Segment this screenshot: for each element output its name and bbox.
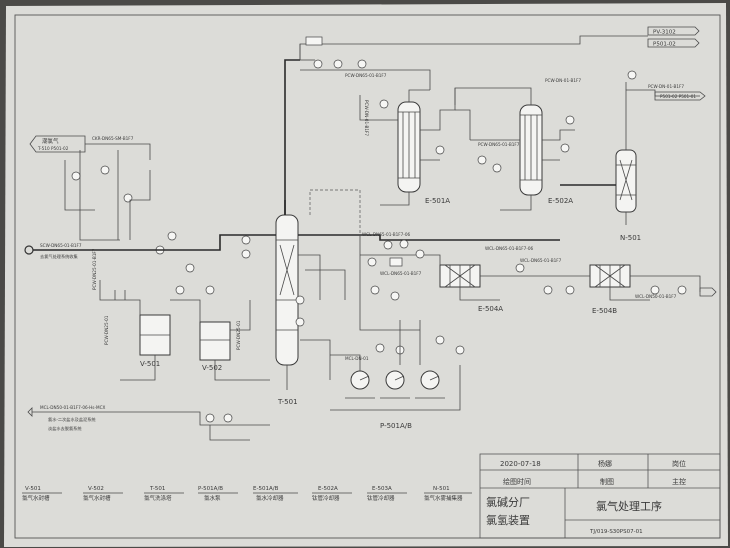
offpage-connector-bottom-left: MCL-DN50-01-B1F7-06-Hs-MCX 氯水-二次盐水及盐泥系统 … — [27, 405, 270, 441]
title-role: 制图 — [600, 477, 614, 486]
equipment-item: E-502A 钛管冷却器 — [312, 486, 352, 502]
washing-tower-t501: T-501 — [241, 189, 560, 406]
svg-text:PCW-DN65-01-B1F7: PCW-DN65-01-B1F7 — [345, 73, 387, 78]
offpage-connector-left-top: 潮氯气 T-510 P501-02 CKR-DN65-SM-B1F7 — [29, 135, 151, 160]
svg-text:PCW-DN25-01-B1F7: PCW-DN25-01-B1F7 — [92, 248, 97, 290]
equipment-item: T-501 氯气洗涤塔 — [144, 486, 184, 502]
title-post-label: 岗位 — [672, 459, 686, 468]
equipment-tag: E-502A — [318, 486, 338, 492]
title-person: 杨娜 — [598, 459, 612, 468]
equipment-item: E-503A 钛管冷却器 — [367, 486, 407, 502]
mist-eliminator-n501: P501-02 P501-01 N-501 PCW-DN-01-B1F7 — [615, 70, 706, 242]
svg-text:WCL-DN65-01-B1F7: WCL-DN65-01-B1F7 — [520, 258, 562, 263]
equipment-tag: E-501A/B — [253, 486, 279, 492]
svg-text:PCW-DN-01-B1F7: PCW-DN-01-B1F7 — [648, 84, 684, 89]
equipment-item: P-501A/B 氯水泵 — [198, 486, 238, 502]
equipment-tag: T-501 — [149, 486, 165, 492]
equipment-list: V-501 氯气水封槽 V-502 氯气水封槽 T-501 氯气洗涤塔 P-50… — [22, 486, 472, 502]
offpage-connector-top-right: PV-3102 P501-02 — [647, 26, 700, 48]
offpage-label-top-right-2: P501-02 — [653, 42, 676, 48]
equipment-name: 氯气水雾捕集器 — [424, 494, 463, 502]
cooler-e503-bank: E-504A E-504B WCL-DN65-01-B1F7-06 WCL-DN… — [360, 246, 717, 315]
title-date: 2020-07-18 — [500, 460, 541, 468]
equipment-tag: N-501 — [433, 486, 450, 492]
svg-text:WCL-DN50-01-B1F7: WCL-DN50-01-B1F7 — [635, 294, 677, 299]
title-drawing-number: TJ/019-S30PS07-01 — [589, 529, 643, 535]
t501-tag: T-501 — [277, 398, 298, 406]
title-factory: 氯碱分厂 — [486, 495, 530, 509]
offpage-label-left-2: T-510 P501-02 — [37, 146, 69, 151]
equipment-name: 氯水冷却器 — [256, 494, 284, 502]
svg-text:WCL-DN65-01-B1F7: WCL-DN65-01-B1F7 — [380, 271, 422, 276]
svg-text:SCW-DN65-01-B1F7: SCW-DN65-01-B1F7 — [40, 243, 82, 248]
e501-tag: E-501A — [425, 197, 450, 205]
cooler-e501: E-501A PCW-DN-01-B1F7 — [359, 88, 471, 206]
title-unit: 氯氢装置 — [486, 513, 530, 527]
inlet-note: 去氯气处理系统收集 — [40, 253, 79, 260]
svg-text:WCL-DN65-01-B1F7-06: WCL-DN65-01-B1F7-06 — [485, 246, 534, 251]
middle-control-loop: WCL-DN65-01-B1F7 WCL-DN65-01-B1F7-06 — [300, 232, 465, 380]
equipment-name: 钛管冷却器 — [367, 494, 395, 502]
v502-tag: V-502 — [202, 364, 222, 372]
equipment-item: E-501A/B 氯水冷却器 — [253, 486, 298, 502]
svg-text:P501-02 P501-01: P501-02 P501-01 — [660, 94, 696, 99]
equipment-item: V-501 氯气水封槽 — [22, 486, 62, 502]
svg-text:PCW-DN-01-B1F7: PCW-DN-01-B1F7 — [364, 100, 369, 136]
svg-text:PCW-DN25-01: PCW-DN25-01 — [236, 320, 241, 350]
p501-tag: P-501A/B — [380, 422, 412, 430]
svg-text:WCL-DN65-01-B1F7-06: WCL-DN65-01-B1F7-06 — [362, 232, 411, 237]
equipment-item: N-501 氯气水雾捕集器 — [424, 486, 472, 502]
equipment-tag: V-501 — [25, 486, 41, 492]
title-process: 氯气处理工序 — [596, 499, 662, 513]
offpage-label-left-1: 潮氯气 — [42, 137, 59, 145]
equipment-name: 氯气水封槽 — [83, 494, 111, 502]
e504-tag: E-504A — [478, 305, 503, 313]
equipment-tag: E-503A — [372, 486, 392, 492]
paper — [4, 3, 728, 547]
title-date-label: 绘图时间 — [503, 477, 531, 486]
seal-pots-area: V-501 V-502 PCW-DN25-01-B1F7 PCW-DN25-01… — [64, 150, 270, 381]
bottom-left-note-2: 淡盐水去脱氯系统 — [48, 425, 82, 432]
svg-text:PCW-DN-01-B1F7: PCW-DN-01-B1F7 — [545, 78, 581, 83]
main-chlorine-inlet: SCW-DN65-01-B1F7 去氯气处理系统收集 — [24, 234, 276, 260]
e502-tag: E-502A — [548, 197, 573, 205]
bottom-left-note-1: 氯水-二次盐水及盐泥系统 — [48, 416, 96, 423]
v501-tag: V-501 — [140, 360, 160, 368]
top-header-piping: PCW-DN65-01-B1F7 — [284, 35, 648, 215]
svg-text:MCL-DN-01: MCL-DN-01 — [345, 356, 369, 361]
equipment-name: 氯气水封槽 — [22, 494, 50, 502]
pumps-p501: P-501A/B MCL-DN-01 — [330, 354, 461, 430]
svg-text:PCW-DN65-01-B1F7: PCW-DN65-01-B1F7 — [478, 142, 520, 147]
equipment-name: 钛管冷却器 — [312, 494, 340, 502]
svg-text:E-504B: E-504B — [592, 307, 617, 315]
title-post-value: 主控 — [672, 477, 686, 486]
offpage-label-top-right-1: PV-3102 — [653, 30, 676, 36]
cooler-e502: E-502A PCW-DN-01-B1F7 PCW-DN65-01-B1F7 — [454, 78, 616, 211]
equipment-item: V-502 氯气水封槽 — [83, 486, 123, 502]
equipment-name: 氯水泵 — [204, 494, 221, 502]
n501-tag: N-501 — [620, 234, 641, 242]
equipment-tag: P-501A/B — [198, 486, 223, 492]
svg-text:CKR-DN65-SM-B1F7: CKR-DN65-SM-B1F7 — [92, 136, 134, 141]
svg-text:PCW-DN25-01: PCW-DN25-01 — [104, 315, 109, 345]
equipment-tag: V-502 — [88, 486, 104, 492]
svg-text:MCL-DN50-01-B1F7-06-Hs-MCX: MCL-DN50-01-B1F7-06-Hs-MCX — [40, 405, 106, 410]
title-block: 2020-07-18 绘图时间 杨娜 制图 岗位 主控 氯碱分厂 氯氢装置 氯气… — [479, 453, 721, 539]
drawing-border — [14, 14, 721, 539]
equipment-name: 氯气洗涤塔 — [144, 494, 172, 502]
